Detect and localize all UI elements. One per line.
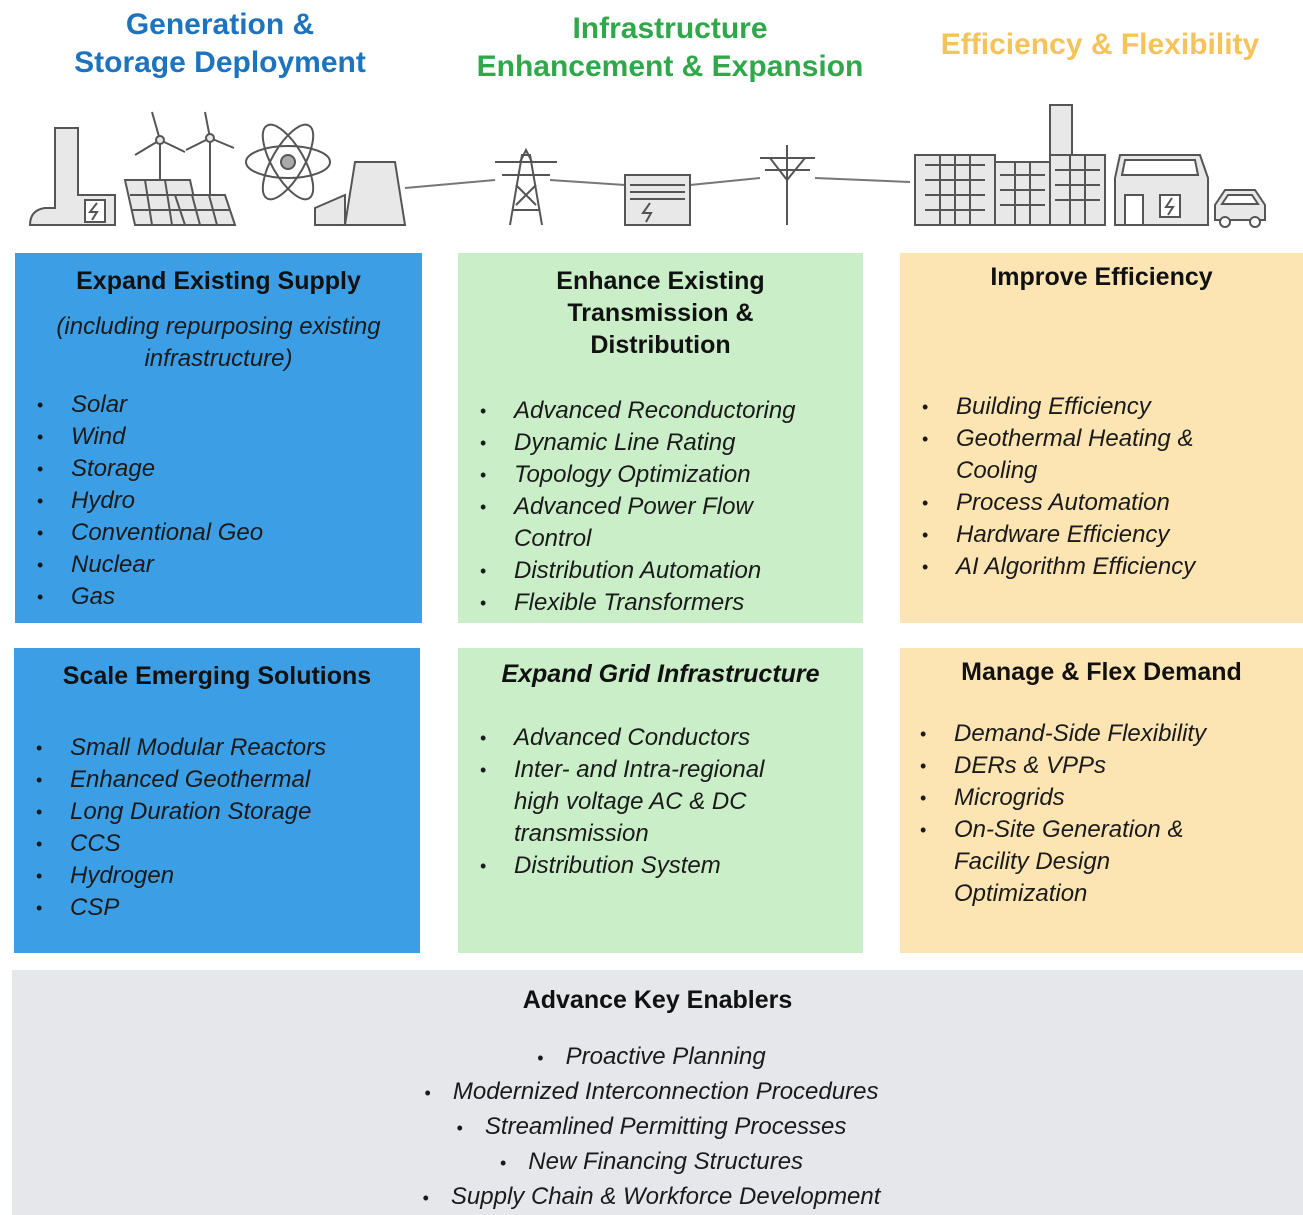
list-item: AI Algorithm Efficiency bbox=[922, 551, 1195, 583]
list-item: DERs & VPPs bbox=[920, 750, 1206, 782]
title-line1: Enhance Existing bbox=[556, 267, 765, 295]
list-item-text: Proactive Planning bbox=[565, 1043, 766, 1070]
list-item: •Supply Chain & Workforce Development bbox=[422, 1183, 881, 1210]
box-title: Expand Grid Infrastructure bbox=[501, 660, 820, 688]
box-subtitle: (including repurposing existing infrastr… bbox=[15, 311, 422, 375]
emerging-list: Small Modular Reactors Enhanced Geotherm… bbox=[36, 732, 326, 924]
list-item: Topology Optimization bbox=[480, 459, 796, 491]
list-item: Nuclear bbox=[37, 549, 263, 581]
expand-existing-supply-box: Expand Existing Supply (including repurp… bbox=[15, 253, 422, 623]
list-item: Flexible Transformers bbox=[480, 587, 796, 619]
list-item: CSP bbox=[36, 892, 326, 924]
transmission-tower-icon bbox=[495, 147, 557, 226]
solar-panel-icon bbox=[123, 179, 237, 226]
list-item: Advanced Conductors bbox=[480, 722, 764, 754]
list-item: On-Site Generation & Facility Design Opt… bbox=[920, 814, 1206, 910]
infrastructure-header-line2: Enhancement & Expansion bbox=[476, 50, 864, 83]
improve-efficiency-box: Improve Efficiency Building Efficiency G… bbox=[900, 253, 1303, 623]
enablers-list: •Proactive Planning •Modernized Intercon… bbox=[0, 1040, 1303, 1215]
box-title: Enhance Existing Transmission & Distribu… bbox=[458, 265, 863, 361]
utility-pole-icon bbox=[760, 145, 815, 225]
list-item: Inter- and Intra-regional high voltage A… bbox=[480, 754, 764, 850]
subtitle-line1: (including repurposing existing bbox=[56, 313, 381, 340]
list-item-text: Modernized Interconnection Procedures bbox=[452, 1078, 879, 1105]
house-icon bbox=[1114, 154, 1209, 226]
list-item: CCS bbox=[36, 828, 326, 860]
box-title: Advance Key Enablers bbox=[522, 986, 793, 1014]
grid-list: Advanced Conductors Inter- and Intra-reg… bbox=[480, 722, 764, 882]
list-item: Storage bbox=[37, 453, 263, 485]
list-item: Distribution System bbox=[480, 850, 764, 882]
office-building-icon bbox=[914, 104, 1106, 226]
enhance-transmission-distribution-box: Enhance Existing Transmission & Distribu… bbox=[458, 253, 863, 623]
list-item: Wind bbox=[37, 421, 263, 453]
efficiency-header: Efficiency & Flexibility bbox=[940, 28, 1260, 61]
generation-header-line2: Storage Deployment bbox=[74, 46, 366, 79]
list-item: •New Financing Structures bbox=[499, 1148, 804, 1175]
power-plant-icon bbox=[28, 127, 116, 226]
supply-list: Solar Wind Storage Hydro Conventional Ge… bbox=[37, 389, 263, 613]
list-item: Conventional Geo bbox=[37, 517, 263, 549]
generation-storage-header: Generation & Storage Deployment bbox=[30, 6, 410, 82]
manage-flex-demand-box: Manage & Flex Demand Demand-Side Flexibi… bbox=[900, 648, 1303, 953]
list-item: Geothermal Heating & Cooling bbox=[922, 423, 1195, 487]
energy-skyline-illustration bbox=[28, 104, 1266, 228]
electric-car-icon bbox=[1214, 189, 1266, 228]
wind-turbine-icon bbox=[134, 111, 235, 195]
efficiency-list: Building Efficiency Geothermal Heating &… bbox=[922, 391, 1195, 583]
list-item: Microgrids bbox=[920, 782, 1206, 814]
list-item: Dynamic Line Rating bbox=[480, 427, 796, 459]
list-item: Advanced Reconductoring bbox=[480, 395, 796, 427]
list-item: Demand-Side Flexibility bbox=[920, 718, 1206, 750]
list-item: Hydrogen bbox=[36, 860, 326, 892]
list-item: Distribution Automation bbox=[480, 555, 796, 587]
list-item: Gas bbox=[37, 581, 263, 613]
list-item: Hardware Efficiency bbox=[922, 519, 1195, 551]
subtitle-line2: infrastructure) bbox=[144, 345, 293, 372]
box-title: Manage & Flex Demand bbox=[961, 658, 1242, 686]
expand-grid-infrastructure-box: Expand Grid Infrastructure Advanced Cond… bbox=[458, 648, 863, 953]
td-list: Advanced Reconductoring Dynamic Line Rat… bbox=[480, 395, 796, 619]
list-item: Solar bbox=[37, 389, 263, 421]
list-item: •Proactive Planning bbox=[537, 1043, 766, 1070]
list-item: Process Automation bbox=[922, 487, 1195, 519]
list-item-text: Supply Chain & Workforce Development bbox=[450, 1183, 881, 1210]
box-title: Expand Existing Supply bbox=[76, 267, 361, 295]
generation-header-line1: Generation & bbox=[125, 8, 315, 41]
list-item-text: New Financing Structures bbox=[528, 1148, 804, 1175]
box-title: Improve Efficiency bbox=[990, 263, 1213, 291]
demand-list: Demand-Side Flexibility DERs & VPPs Micr… bbox=[920, 718, 1206, 910]
list-item: •Modernized Interconnection Procedures bbox=[424, 1078, 879, 1105]
title-line3: Distribution bbox=[590, 331, 731, 359]
factory-icon bbox=[314, 161, 407, 226]
infrastructure-header: Infrastructure Enhancement & Expansion bbox=[440, 10, 900, 86]
list-item: Small Modular Reactors bbox=[36, 732, 326, 764]
infrastructure-header-line1: Infrastructure bbox=[572, 12, 768, 45]
box-title: Scale Emerging Solutions bbox=[62, 662, 372, 690]
list-item: Building Efficiency bbox=[922, 391, 1195, 423]
list-item-text: Streamlined Permitting Processes bbox=[484, 1113, 847, 1140]
list-item: Enhanced Geothermal bbox=[36, 764, 326, 796]
scale-emerging-solutions-box: Scale Emerging Solutions Small Modular R… bbox=[14, 648, 420, 953]
list-item: Advanced Power Flow Control bbox=[480, 491, 796, 555]
substation-icon bbox=[624, 174, 691, 226]
list-item: •Streamlined Permitting Processes bbox=[456, 1113, 847, 1140]
atom-icon bbox=[245, 123, 331, 201]
advance-key-enablers-box: Advance Key Enablers bbox=[12, 970, 1303, 1215]
list-item: Long Duration Storage bbox=[36, 796, 326, 828]
title-line2: Transmission & bbox=[567, 299, 754, 327]
list-item: Hydro bbox=[37, 485, 263, 517]
